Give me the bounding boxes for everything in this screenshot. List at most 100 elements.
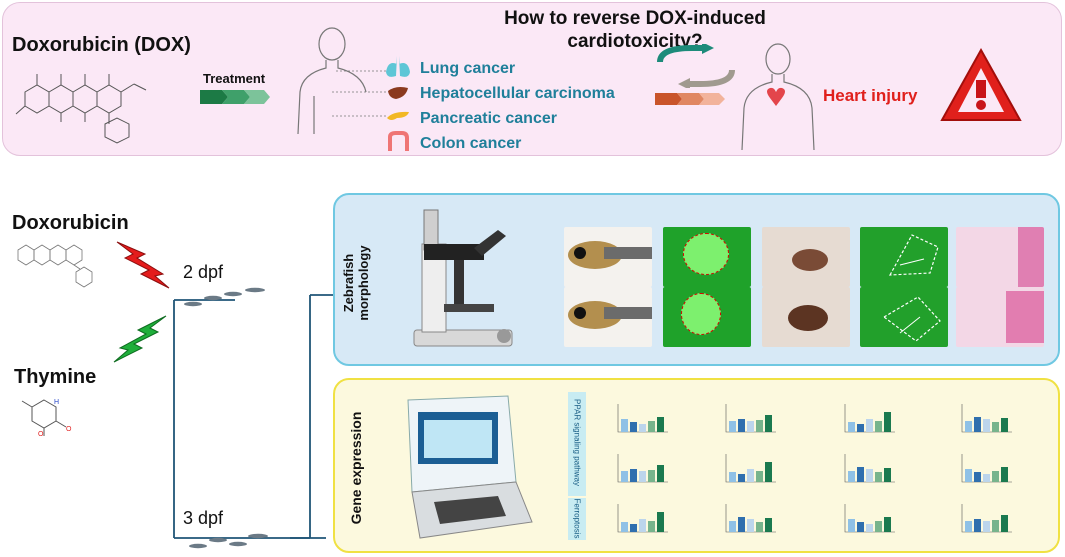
mini-bar	[974, 417, 981, 432]
mini-bar	[848, 471, 855, 482]
heart-fluorescence-treated-image	[663, 287, 751, 347]
pathway-ferroptosis-label: Ferroptosis	[572, 498, 582, 539]
mini-bar	[657, 512, 664, 532]
mini-bar	[875, 472, 882, 482]
mini-bar	[884, 517, 891, 532]
dox-structure-icon	[15, 74, 147, 144]
dox-title: Doxorubicin (DOX)	[12, 34, 191, 56]
mini-bar	[875, 421, 882, 432]
mini-bar	[630, 469, 637, 482]
mini-bar	[738, 517, 745, 532]
mini-bar	[756, 420, 763, 432]
mini-bar	[639, 519, 646, 532]
red-lightning-icon	[116, 241, 170, 289]
mini-bar	[992, 422, 999, 432]
svg-text:H: H	[54, 399, 59, 406]
top-banner	[2, 2, 1062, 156]
mini-bar	[965, 421, 972, 432]
mini-bar	[983, 419, 990, 432]
cancer-pancreas: Pancreatic cancer	[420, 110, 557, 127]
mini-bar	[1001, 467, 1008, 482]
mini-bar	[884, 468, 891, 482]
pathway-ppar-label: PPAR signaling pathway	[572, 398, 582, 486]
timepoint-2dpf: 2 dpf	[183, 262, 224, 282]
heart-injury-label: Heart injury	[823, 86, 918, 105]
mini-bar	[1001, 418, 1008, 432]
mini-bar-chart	[725, 404, 776, 433]
mini-bar	[747, 519, 754, 532]
mini-bar-chart	[617, 454, 668, 483]
mini-bar-chart	[844, 404, 895, 433]
svg-text:O: O	[66, 426, 72, 433]
mini-bar	[738, 419, 745, 432]
human-body-icon	[297, 27, 388, 135]
mini-bar-chart	[961, 454, 1012, 483]
warning-icon	[940, 47, 1022, 121]
histology-control-image	[956, 227, 1044, 287]
mini-bar-chart	[961, 404, 1012, 433]
mini-bar	[983, 521, 990, 532]
mini-bar	[648, 470, 655, 482]
mini-bar	[1001, 515, 1008, 532]
colon-icon	[388, 131, 409, 151]
liver-icon	[388, 87, 408, 99]
mini-bar	[875, 521, 882, 532]
mini-bar	[729, 421, 736, 432]
mini-bar	[765, 415, 772, 432]
cancer-liver: Hepatocellular carcinoma	[420, 85, 615, 102]
mini-bar	[747, 469, 754, 482]
svg-text:O: O	[38, 431, 44, 438]
progression-arrow-icon	[655, 93, 725, 105]
mini-bar	[765, 518, 772, 532]
mini-bar-chart	[617, 404, 668, 433]
mini-bar	[974, 519, 981, 532]
mini-bar	[974, 472, 981, 482]
morphology-label-line2: morphology	[356, 245, 371, 321]
mini-bar	[965, 521, 972, 532]
mini-bar-chart	[844, 504, 895, 533]
mini-bar	[765, 462, 772, 482]
timepoint-3dpf: 3 dpf	[183, 508, 224, 528]
mini-bar	[630, 422, 637, 432]
mini-bar	[639, 471, 646, 482]
larva-treated-image	[564, 287, 652, 347]
mini-bar	[992, 471, 999, 482]
larvae-3dpf-icon	[189, 533, 268, 549]
mini-bar	[857, 467, 864, 482]
treatment-label: Treatment	[203, 71, 266, 86]
mini-bar	[738, 474, 745, 482]
treatment-arrow-icon	[200, 90, 270, 104]
heart-brightfield-treated-image	[762, 287, 850, 347]
mini-bar	[992, 520, 999, 532]
mini-bar	[657, 465, 664, 482]
gene-expression-label: Gene expression	[348, 411, 364, 525]
mini-bar	[884, 412, 891, 432]
mini-bar	[756, 471, 763, 482]
mini-bar	[621, 471, 628, 482]
thymine-label: Thymine	[14, 366, 97, 388]
mini-bar	[621, 522, 628, 532]
cycle-arrows-icon	[657, 44, 735, 88]
morphology-label-line1: Zebrafish	[341, 253, 356, 313]
mini-bar	[857, 424, 864, 432]
mini-bar	[639, 424, 646, 432]
mini-bar	[866, 419, 873, 432]
doxorubicin-structure-icon	[17, 244, 93, 288]
mini-bar	[866, 524, 873, 532]
mini-bar	[657, 417, 664, 432]
larva-control-image	[564, 227, 652, 287]
heart-body-icon	[741, 43, 815, 151]
thymine-structure-icon: H O O	[21, 399, 72, 438]
cancer-lung: Lung cancer	[420, 60, 516, 77]
mini-bar	[866, 469, 873, 482]
green-lightning-icon	[113, 315, 167, 363]
mini-bar	[648, 421, 655, 432]
pathway-ppar-box: PPAR signaling pathway	[568, 392, 586, 496]
mini-bar	[857, 522, 864, 532]
gene-expression-label-box: Gene expression	[338, 412, 374, 525]
lung-icon	[386, 56, 410, 77]
doxorubicin-label: Doxorubicin	[12, 212, 129, 234]
question-text: How to reverse DOX-induced cardiotoxicit…	[504, 8, 766, 52]
cancer-colon: Colon cancer	[420, 135, 522, 152]
morphology-label: Zebrafish morphology	[335, 232, 375, 322]
